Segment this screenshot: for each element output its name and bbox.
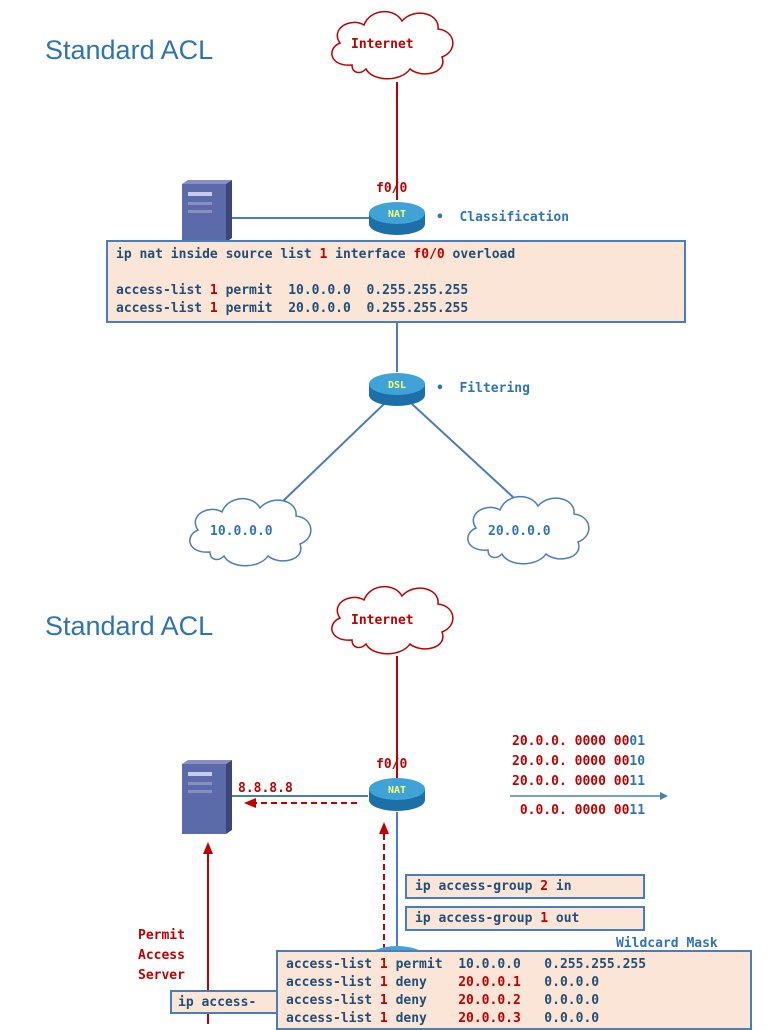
- ip-label-dns: 8.8.8.8: [238, 781, 293, 796]
- config-line-nat: ip nat inside source list 1 interface f0…: [116, 247, 516, 262]
- acl-line: access-list 1 permit 10.0.0.0 0.255.255.…: [286, 957, 647, 972]
- cloud-label-network-10: 10.0.0.0: [210, 524, 273, 539]
- config-line-acl-2: access-list 1 permit 20.0.0.0 0.255.255.…: [116, 301, 469, 316]
- access-group-out-box: ip access-group 1 out: [405, 906, 645, 931]
- cloud-icon: [189, 498, 312, 567]
- bullet-classification: • Classification: [436, 210, 570, 225]
- router-icon-nat: NAT: [367, 776, 427, 816]
- router-icon-nat: NAT: [367, 200, 427, 240]
- permit-label-line-2: Access: [138, 948, 185, 963]
- cloud-label-internet: Internet: [351, 613, 414, 628]
- router-label: NAT: [388, 785, 406, 796]
- access-group-partial-box: ip access-: [170, 990, 290, 1014]
- nat-config-box: ip nat inside source list 1 interface f0…: [106, 240, 686, 323]
- binary-row-3: 20.0.0. 0000 0011: [512, 774, 646, 789]
- config-line-acl-1: access-list 1 permit 10.0.0.0 0.255.255.…: [116, 283, 469, 298]
- wildcard-mask-label: Wildcard Mask: [616, 936, 718, 951]
- binary-row-1: 20.0.0. 0000 0001: [512, 734, 646, 749]
- binary-row-result: 0.0.0. 0000 0011: [512, 803, 646, 818]
- bullet-filtering: • Filtering: [436, 381, 530, 396]
- permit-label-line-1: Permit: [138, 928, 185, 943]
- router-label: NAT: [388, 209, 406, 220]
- acl-line: access-list 1 deny 20.0.0.2 0.0.0.0: [286, 993, 600, 1008]
- cloud-label-internet: Internet: [351, 37, 414, 52]
- server-icon: [182, 180, 232, 246]
- cloud-icon: [467, 496, 590, 565]
- slide-title-1: Standard ACL: [45, 35, 214, 65]
- acl-config-box: access-list 1 permit 10.0.0.0 0.255.255.…: [276, 950, 752, 1030]
- acl-line: access-list 1 deny 20.0.0.1 0.0.0.0: [286, 975, 600, 990]
- acl-line: access-list 1 deny 20.0.0.3 0.0.0.0: [286, 1011, 600, 1026]
- permit-label-line-3: Server: [138, 968, 185, 983]
- cloud-icon: [331, 11, 454, 80]
- cloud-icon: [331, 586, 454, 655]
- interface-label-f0-0: f0/0: [376, 181, 408, 196]
- access-group-in-box: ip access-group 2 in: [405, 874, 645, 899]
- server-icon: [182, 760, 232, 840]
- cloud-label-network-20: 20.0.0.0: [488, 524, 551, 539]
- router-label: DSL: [388, 380, 406, 391]
- slide-title-2: Standard ACL: [45, 611, 214, 641]
- interface-label-f0-0: f0/0: [376, 757, 408, 772]
- binary-row-2: 20.0.0. 0000 0010: [512, 754, 646, 769]
- router-icon-dsl: DSL: [367, 371, 427, 411]
